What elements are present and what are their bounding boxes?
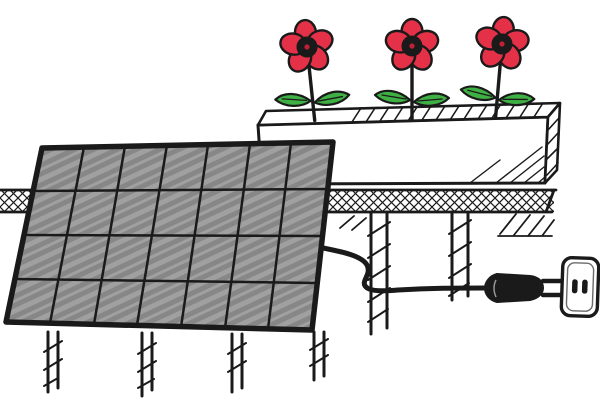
power-cable: [315, 244, 489, 294]
solar-panel: [3, 139, 336, 333]
table-leg-ticks: [448, 219, 472, 297]
table-leg: [448, 210, 472, 302]
panel-leg-lines: [46, 330, 326, 398]
planter-corner-hatch: [469, 146, 546, 184]
wall-outlet: [559, 255, 600, 319]
panel-legs: [43, 330, 329, 398]
table-leg-lines: [450, 210, 470, 302]
flower-2: [373, 17, 451, 122]
table-leg-ticks: [367, 221, 391, 323]
outlet-plate: [559, 255, 600, 319]
panel-frame: [3, 139, 336, 333]
panel-leg-ticks: [43, 338, 329, 389]
outlet-plate-inner: [565, 262, 595, 312]
outlet-slot: [581, 279, 588, 294]
planter-side: [543, 101, 562, 185]
plug-prongs: [540, 278, 564, 298]
table-stub-hatch: [339, 215, 367, 231]
planter-side-hatch: [545, 118, 559, 176]
power-plug: [484, 273, 564, 303]
panel-grid-rows: [13, 187, 330, 285]
table-bracket-hatch: [497, 213, 555, 237]
plug-highlight: [493, 279, 497, 298]
table-leg: [367, 210, 391, 336]
outlet-slot: [571, 279, 578, 294]
